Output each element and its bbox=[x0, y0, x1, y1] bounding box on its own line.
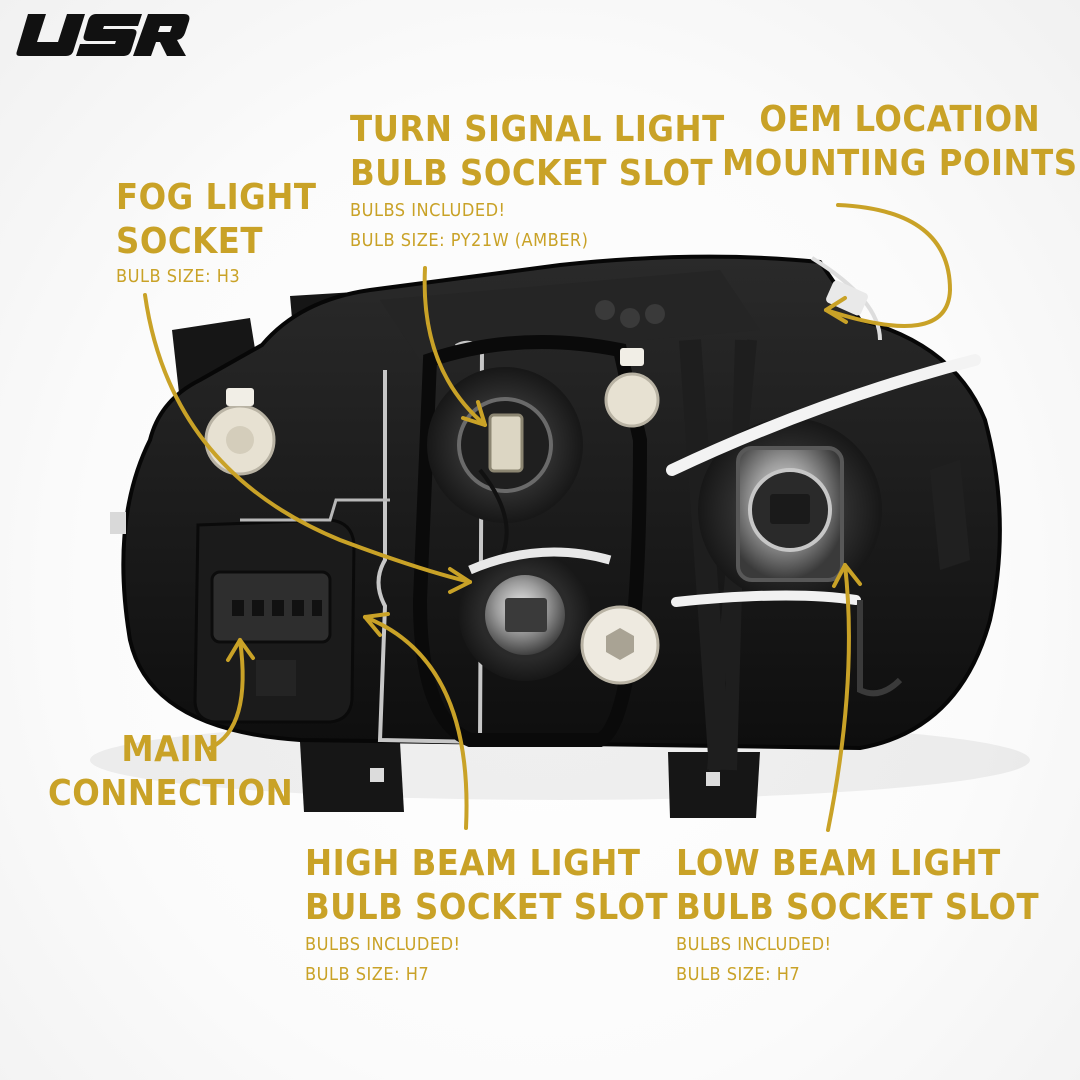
turn-signal-callout: TURN SIGNAL LIGHT BULB SOCKET SLOT BULBS… bbox=[350, 108, 725, 256]
high-bulb-size: BULB SIZE: H7 bbox=[305, 964, 430, 985]
fog-light-callout: FOG LIGHT SOCKET BULB SIZE: H3 bbox=[116, 176, 316, 290]
low-bulbs-included: BULBS INCLUDED! bbox=[676, 934, 832, 955]
oem-arrow bbox=[824, 203, 952, 328]
cable-tie-lower bbox=[671, 590, 861, 607]
high-beam-socket bbox=[459, 547, 612, 681]
oem-title-line2: MOUNTING POINTS bbox=[722, 143, 1078, 184]
adjuster-cap-top bbox=[604, 348, 660, 428]
turn-bulb-size: BULB SIZE: PY21W (AMBER) bbox=[350, 230, 589, 251]
fog-title-line2: SOCKET bbox=[116, 221, 263, 262]
retaining-wire bbox=[376, 340, 485, 745]
fog-title-line1: FOG LIGHT bbox=[116, 177, 317, 218]
low-bulb-size: BULB SIZE: H7 bbox=[676, 964, 801, 985]
high-arrow bbox=[363, 615, 469, 830]
main-title-line1: MAIN bbox=[121, 729, 220, 770]
low-beam-socket bbox=[698, 418, 882, 602]
high-title-line2: BULB SOCKET SLOT bbox=[305, 887, 669, 928]
turn-arrow bbox=[422, 266, 487, 427]
high-beam-callout: HIGH BEAM LIGHT BULB SOCKET SLOT BULBS I… bbox=[305, 842, 668, 990]
oem-mounting-callout: OEM LOCATION MOUNTING POINTS bbox=[722, 98, 1078, 186]
upper-panel bbox=[380, 270, 760, 360]
turn-title-line1: TURN SIGNAL LIGHT bbox=[350, 109, 725, 150]
fog-arrow bbox=[143, 293, 472, 584]
low-arrow bbox=[826, 563, 851, 832]
mount-hole-left bbox=[370, 768, 384, 782]
main-connection-callout: MAIN CONNECTION bbox=[48, 728, 293, 816]
low-title-line2: BULB SOCKET SLOT bbox=[676, 887, 1040, 928]
usr-logo bbox=[16, 14, 190, 56]
fog-bulb-size: BULB SIZE: H3 bbox=[116, 266, 241, 287]
main-title-line2: CONNECTION bbox=[48, 773, 294, 814]
mount-hole-right bbox=[706, 772, 720, 786]
low-title-line1: LOW BEAM LIGHT bbox=[676, 843, 1001, 884]
callout-arrows bbox=[143, 203, 952, 832]
turn-title-line2: BULB SOCKET SLOT bbox=[350, 153, 714, 194]
oem-title-line1: OEM LOCATION bbox=[759, 99, 1041, 140]
turn-bulbs-included: BULBS INCLUDED! bbox=[350, 200, 506, 221]
high-bulbs-included: BULBS INCLUDED! bbox=[305, 934, 461, 955]
fog-light-socket bbox=[204, 388, 276, 476]
high-title-line1: HIGH BEAM LIGHT bbox=[305, 843, 641, 884]
main-arrow bbox=[208, 638, 245, 750]
low-beam-callout: LOW BEAM LIGHT BULB SOCKET SLOT BULBS IN… bbox=[676, 842, 1039, 990]
main-connector-plug bbox=[210, 570, 332, 644]
adjuster-cap-bottom bbox=[580, 605, 660, 685]
cable-tie-upper bbox=[666, 354, 981, 476]
